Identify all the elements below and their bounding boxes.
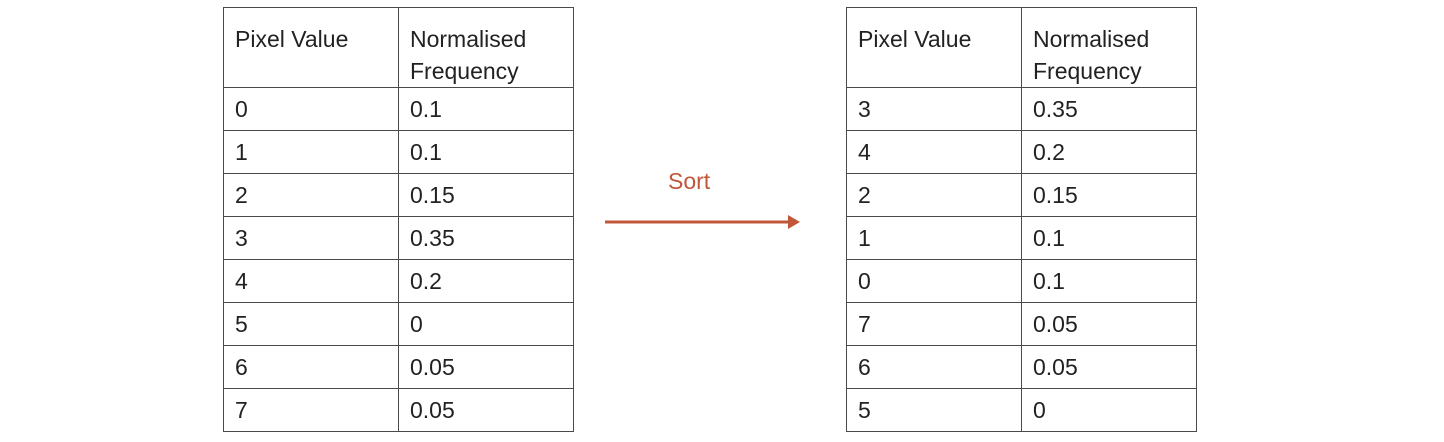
unsorted-frequency-table: Pixel Value Normalised Frequency 0 0.1 1…	[223, 7, 574, 432]
pixel-value-cell: 5	[223, 302, 399, 346]
table-row: 2 0.15	[223, 173, 574, 217]
pixel-value-cell: 6	[846, 345, 1022, 389]
frequency-cell: 0	[1021, 388, 1197, 432]
table-row: 7 0.05	[223, 388, 574, 432]
table-row: 4 0.2	[223, 259, 574, 303]
pixel-value-cell: 7	[846, 302, 1022, 346]
table-row: 6 0.05	[223, 345, 574, 389]
sorted-frequency-table: Pixel Value Normalised Frequency 3 0.35 …	[846, 7, 1197, 432]
table-row: 0 0.1	[846, 259, 1197, 303]
frequency-cell: 0	[398, 302, 574, 346]
table-header-row: Pixel Value Normalised Frequency	[846, 7, 1197, 88]
frequency-cell: 0.05	[398, 345, 574, 389]
pixel-value-cell: 1	[223, 130, 399, 174]
frequency-cell: 0.1	[1021, 259, 1197, 303]
table-row: 2 0.15	[846, 173, 1197, 217]
header-normalised-frequency: Normalised Frequency	[1021, 7, 1197, 88]
header-normalised-frequency: Normalised Frequency	[398, 7, 574, 88]
pixel-value-cell: 1	[846, 216, 1022, 260]
sort-label: Sort	[668, 168, 711, 194]
table-row: 1 0.1	[223, 130, 574, 174]
table-row: 3 0.35	[846, 87, 1197, 131]
table-row: 0 0.1	[223, 87, 574, 131]
arrow-head	[788, 215, 800, 229]
frequency-cell: 0.2	[398, 259, 574, 303]
table-row: 3 0.35	[223, 216, 574, 260]
frequency-cell: 0.2	[1021, 130, 1197, 174]
frequency-cell: 0.05	[398, 388, 574, 432]
frequency-cell: 0.1	[398, 87, 574, 131]
frequency-cell: 0.05	[1021, 345, 1197, 389]
pixel-value-cell: 5	[846, 388, 1022, 432]
frequency-cell: 0.15	[1021, 173, 1197, 217]
pixel-value-cell: 0	[223, 87, 399, 131]
frequency-cell: 0.35	[1021, 87, 1197, 131]
sort-arrow-icon	[605, 215, 800, 229]
table-row: 4 0.2	[846, 130, 1197, 174]
pixel-value-cell: 4	[846, 130, 1022, 174]
pixel-value-cell: 4	[223, 259, 399, 303]
header-pixel-value: Pixel Value	[223, 7, 399, 88]
pixel-value-cell: 3	[223, 216, 399, 260]
pixel-value-cell: 2	[223, 173, 399, 217]
pixel-value-cell: 6	[223, 345, 399, 389]
frequency-cell: 0.1	[1021, 216, 1197, 260]
header-pixel-value: Pixel Value	[846, 7, 1022, 88]
table-row: 6 0.05	[846, 345, 1197, 389]
pixel-value-cell: 7	[223, 388, 399, 432]
table-row: 7 0.05	[846, 302, 1197, 346]
table-row: 5 0	[846, 388, 1197, 432]
frequency-cell: 0.05	[1021, 302, 1197, 346]
pixel-value-cell: 0	[846, 259, 1022, 303]
table-header-row: Pixel Value Normalised Frequency	[223, 7, 574, 88]
frequency-cell: 0.35	[398, 216, 574, 260]
frequency-cell: 0.1	[398, 130, 574, 174]
pixel-value-cell: 2	[846, 173, 1022, 217]
table-row: 5 0	[223, 302, 574, 346]
table-row: 1 0.1	[846, 216, 1197, 260]
pixel-value-cell: 3	[846, 87, 1022, 131]
frequency-cell: 0.15	[398, 173, 574, 217]
